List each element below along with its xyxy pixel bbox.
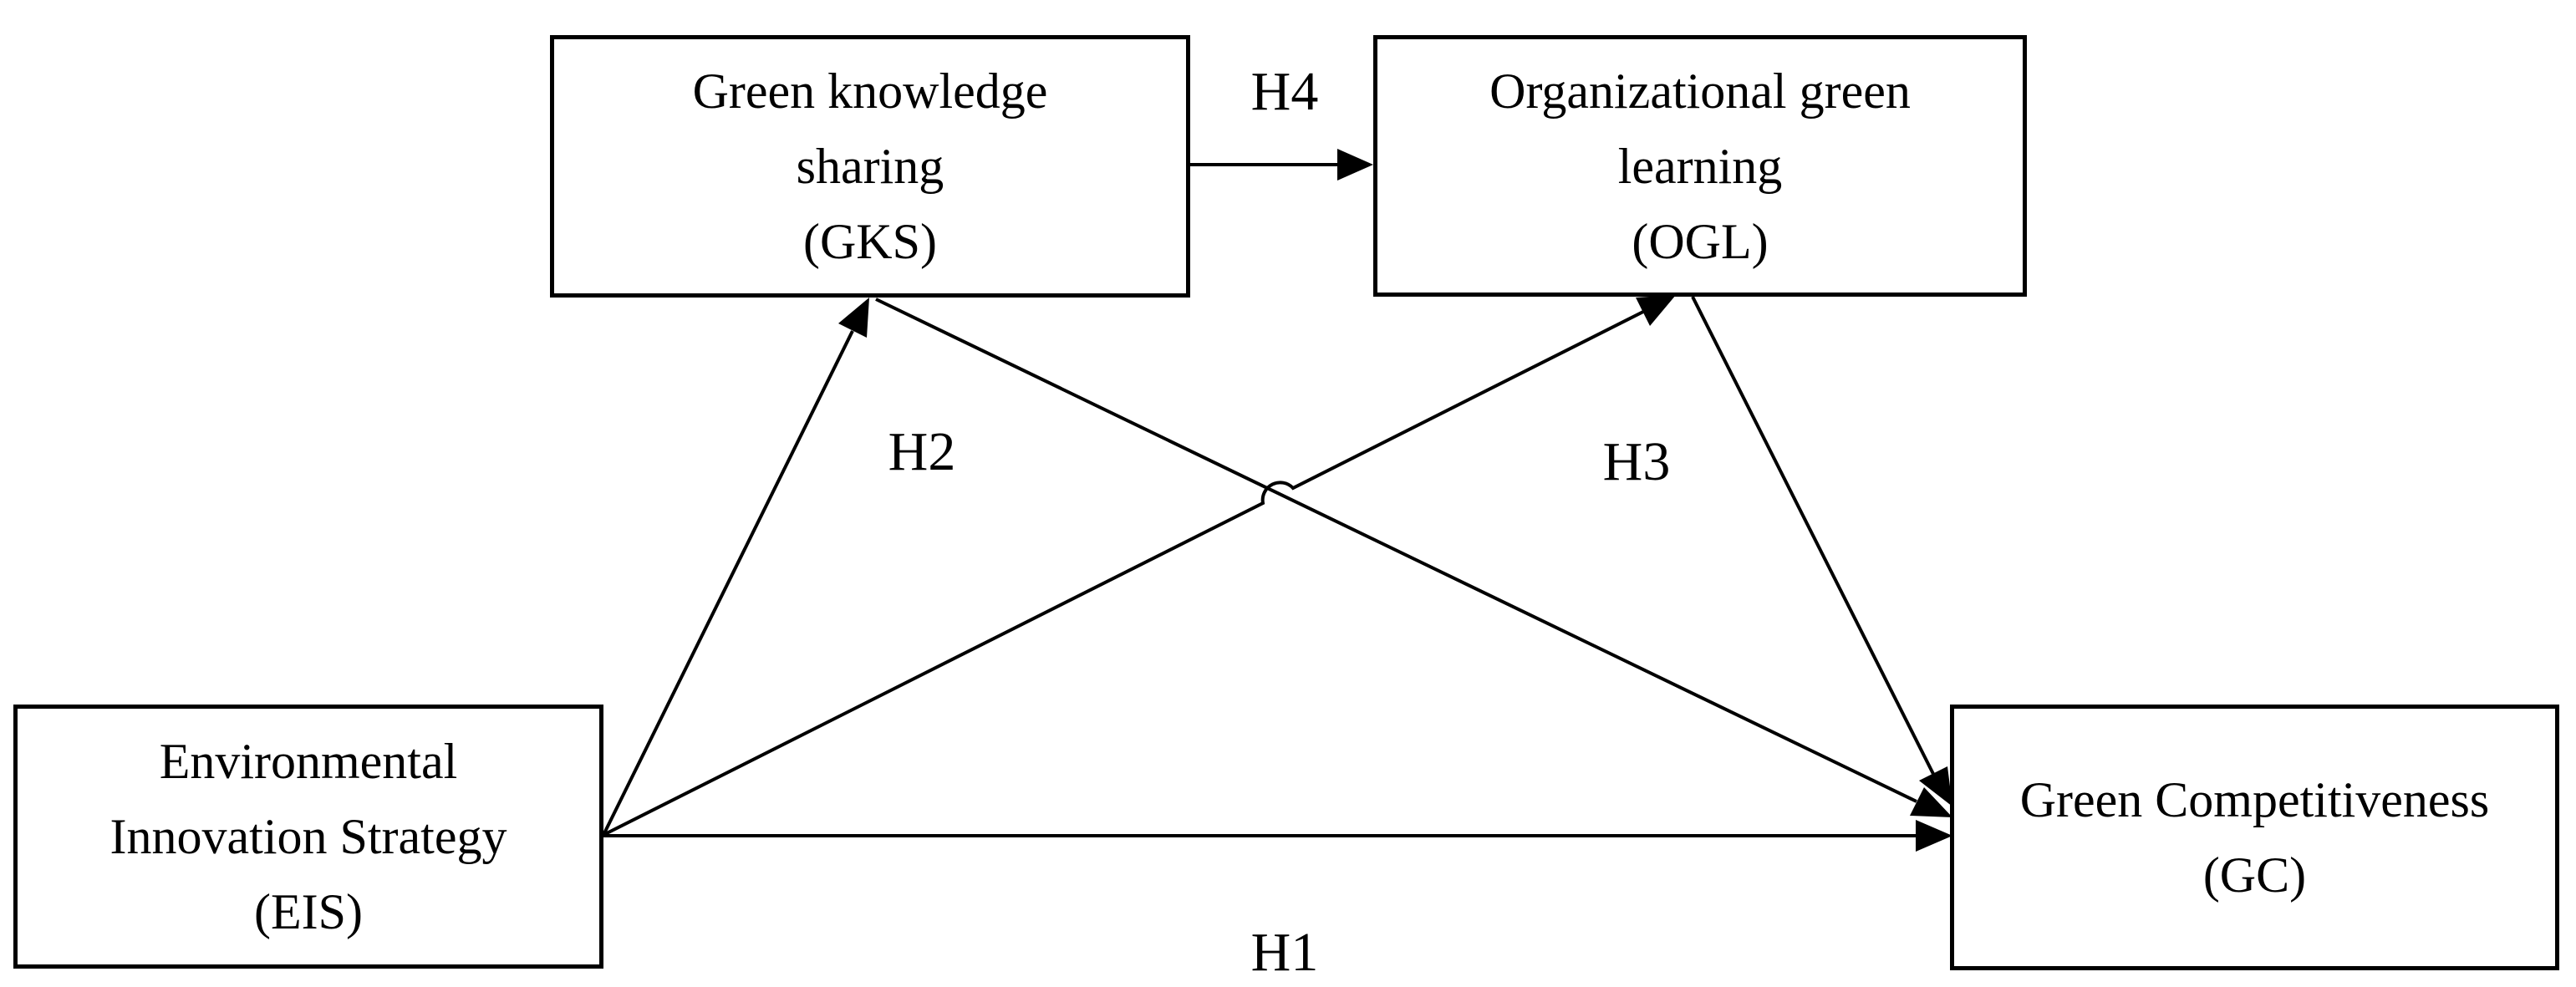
hypothesis-label-h4: H4	[1250, 61, 1319, 122]
arrow-h3	[1691, 296, 1952, 806]
node-environmental-innovation-strategy: Environmental Innovation Strategy (EIS)	[13, 705, 603, 969]
node-green-competitiveness: Green Competitiveness (GC)	[1950, 705, 2559, 970]
hypothesis-label-h1: H1	[1250, 922, 1319, 983]
arrow-h2	[602, 298, 869, 836]
hypothesis-label-h2: H2	[888, 421, 956, 482]
arrow-eis-to-ogl	[603, 295, 1676, 837]
arrow-h1	[603, 820, 1952, 852]
node-green-knowledge-sharing: Green knowledge sharing (GKS)	[550, 35, 1190, 298]
node-organizational-green-learning: Organizational green learning (OGL)	[1373, 35, 2027, 297]
arrow-gks-to-gc	[875, 298, 1952, 817]
arrow-h4	[1190, 149, 1373, 181]
hypothesis-label-h3: H3	[1602, 431, 1671, 492]
